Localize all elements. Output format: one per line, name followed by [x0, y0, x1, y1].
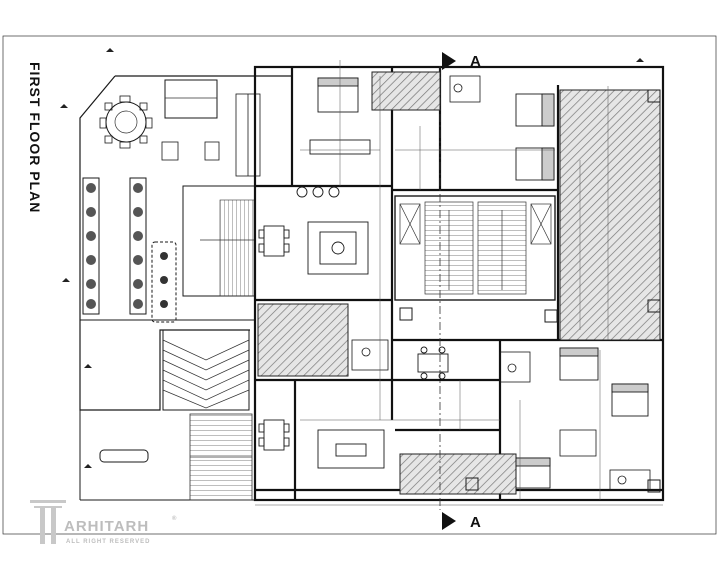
bed [515, 93, 555, 127]
section-marker-top: A [442, 52, 481, 70]
dining-table [258, 225, 290, 257]
central-stair-core [394, 195, 556, 301]
dining-table [417, 346, 449, 380]
void-hatch-right [559, 89, 661, 341]
void-hatch-top [371, 71, 441, 111]
dining-table [258, 419, 290, 451]
void-hatch-mid [257, 303, 349, 377]
lower-stairs [189, 413, 253, 501]
living-room-sofa-set [296, 186, 369, 275]
garden-long-table-left [82, 177, 100, 315]
planter-strip [99, 449, 149, 463]
planter-column [151, 241, 177, 323]
sheet-border [2, 35, 717, 535]
bed [317, 77, 359, 113]
garden-long-table-right [129, 177, 147, 315]
section-marker-bottom: A [442, 512, 481, 531]
svg-text:A: A [470, 53, 481, 70]
garden-round-table [99, 95, 153, 149]
svg-text:A: A [470, 514, 481, 531]
structural-columns [399, 89, 661, 493]
dimension-lines [255, 60, 663, 506]
garden-bench [164, 79, 218, 119]
brand-rights: ALL RIGHT RESERVED [66, 539, 150, 545]
plan-title: FIRST FLOOR PLAN [27, 62, 43, 213]
ramp [162, 329, 250, 411]
bed [515, 147, 555, 181]
garden-seating [161, 93, 261, 177]
bed [611, 383, 649, 417]
registered-mark: ® [172, 515, 177, 522]
level-marker-icons [60, 48, 644, 468]
bed [559, 347, 599, 381]
brand-logo-icon [30, 500, 66, 544]
brand-name: ARHITARH [64, 518, 149, 535]
void-hatch-bottom [399, 453, 517, 495]
bed [515, 457, 551, 489]
entrance-stairs [182, 185, 256, 297]
